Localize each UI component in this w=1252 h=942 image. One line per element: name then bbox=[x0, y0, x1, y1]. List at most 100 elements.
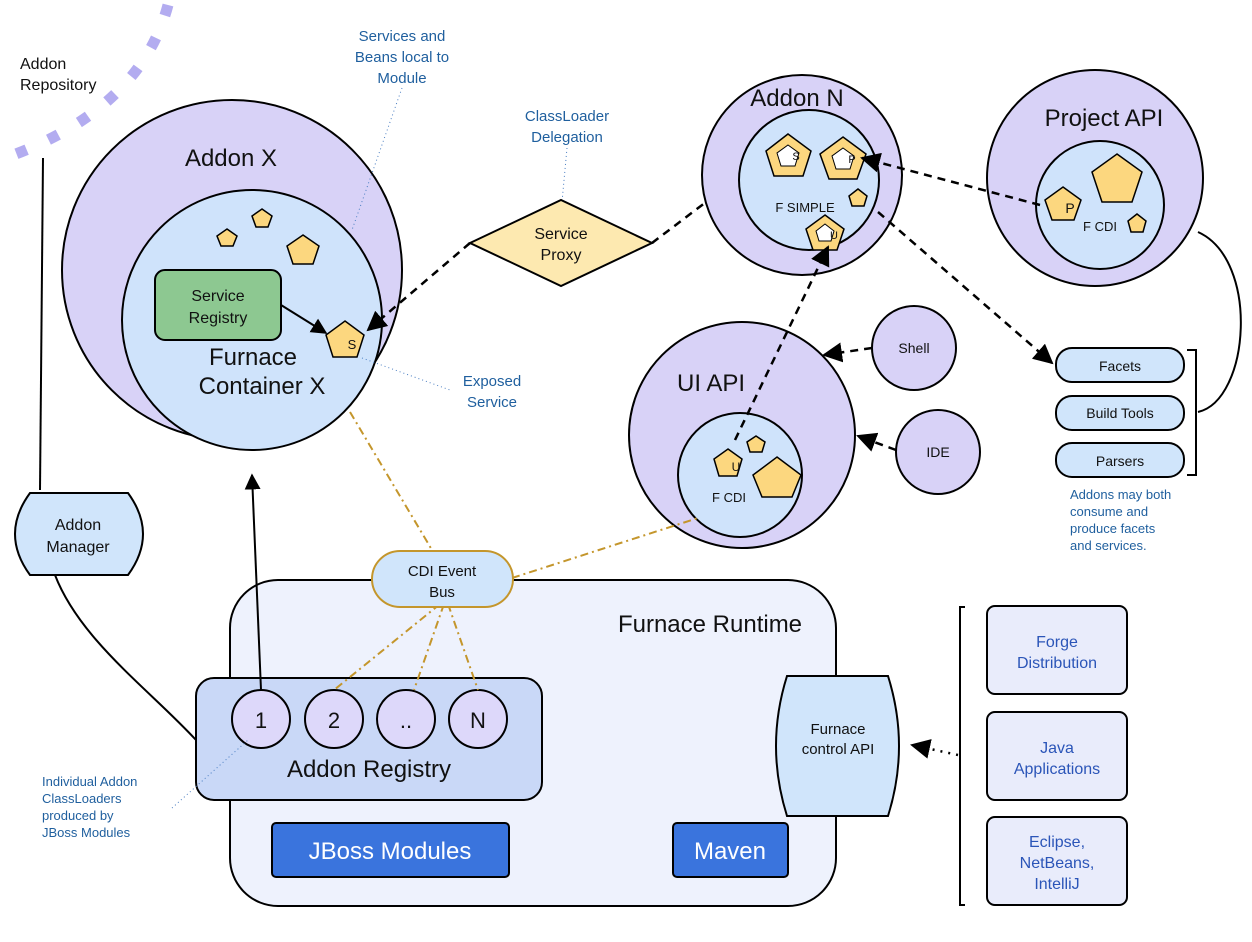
ui-service-letter: U bbox=[732, 460, 741, 474]
facets-item[interactable]: Facets bbox=[1055, 347, 1185, 383]
facets-note-4: and services. bbox=[1070, 538, 1147, 553]
forge-label-1: Forge bbox=[1036, 634, 1078, 651]
addon-x[interactable]: Addon X Furnace Container X Service Regi… bbox=[61, 99, 403, 451]
registry-slot-label: 1 bbox=[255, 708, 267, 733]
local-bean-icon bbox=[286, 234, 320, 265]
cdi-event-lines bbox=[333, 411, 699, 691]
parsers-item-label: Parsers bbox=[1096, 453, 1144, 469]
addon-manager-label-1: Addon bbox=[55, 517, 101, 534]
project-inner-label: F CDI bbox=[1083, 219, 1117, 234]
exposed-service-letter: S bbox=[348, 337, 357, 352]
service-letter: U bbox=[830, 230, 838, 242]
services-beans-note-3: Module bbox=[377, 70, 426, 87]
registry-slot-label: N bbox=[470, 708, 486, 733]
facets-note-2: consume and bbox=[1070, 504, 1148, 519]
classloaders-note-3: produced by bbox=[42, 808, 114, 823]
project-service-p[interactable]: P bbox=[1044, 186, 1082, 221]
registry-to-addon-x-arrow bbox=[244, 473, 262, 691]
local-bean-icon bbox=[251, 208, 273, 228]
addon-manager-label-2: Manager bbox=[46, 539, 110, 556]
classloader-note-2: Delegation bbox=[531, 129, 603, 146]
project-to-addon-n-arrow bbox=[860, 152, 1041, 207]
build-tools-item[interactable]: Build Tools bbox=[1055, 395, 1185, 431]
shell-node[interactable]: Shell bbox=[871, 305, 957, 391]
registry-slot-2[interactable]: 2 bbox=[304, 689, 364, 749]
ui-to-addon-n-arrow bbox=[733, 245, 830, 441]
addon-n-inner-label: F SIMPLE bbox=[775, 200, 835, 215]
external-bracket bbox=[959, 606, 965, 906]
facets-item-label: Facets bbox=[1099, 358, 1141, 374]
furnace-control-api[interactable]: Furnace control API bbox=[775, 675, 900, 817]
facets-note-3: produce facets bbox=[1070, 521, 1156, 536]
shell-label: Shell bbox=[898, 340, 929, 356]
ides-label-3: IntelliJ bbox=[1034, 876, 1079, 893]
classloader-pointer bbox=[561, 147, 568, 203]
addon-registry-title: Addon Registry bbox=[287, 756, 451, 783]
addon-manager[interactable]: Addon Manager bbox=[14, 492, 144, 576]
jboss-modules-button[interactable]: JBoss Modules bbox=[271, 822, 510, 878]
addon-n[interactable]: Addon N F SIMPLE S P U bbox=[701, 74, 903, 276]
ui-bean-icon bbox=[752, 456, 802, 498]
ui-api-title: UI API bbox=[677, 370, 745, 397]
ide-label: IDE bbox=[926, 444, 949, 460]
ide-to-ui-arrow bbox=[856, 432, 897, 452]
registry-slot-label: .. bbox=[400, 708, 412, 733]
repository-label-1: Addon bbox=[20, 56, 66, 73]
addon-n-to-facets-arrow bbox=[877, 211, 1054, 365]
addon-n-title: Addon N bbox=[750, 85, 843, 112]
repository-label-2: Repository bbox=[20, 77, 96, 94]
project-bean-icon bbox=[1091, 153, 1143, 203]
ui-bean-icon bbox=[746, 435, 766, 453]
ides-label-2: NetBeans, bbox=[1020, 855, 1095, 872]
classloaders-note-4: JBoss Modules bbox=[42, 825, 131, 840]
facets-note-1: Addons may both bbox=[1070, 487, 1171, 502]
exposed-note-2: Service bbox=[467, 394, 517, 411]
classloaders-note-2: ClassLoaders bbox=[42, 791, 122, 806]
ui-service-u[interactable]: U bbox=[713, 448, 743, 477]
forge-distribution-box[interactable]: Forge Distribution bbox=[986, 605, 1128, 695]
container-label-1: Furnace bbox=[209, 344, 297, 371]
exposed-note-1: Exposed bbox=[463, 373, 521, 390]
ide-applications-box[interactable]: Eclipse, NetBeans, IntelliJ bbox=[986, 816, 1128, 906]
project-service-letter: P bbox=[1065, 200, 1074, 216]
registry-slot-n[interactable]: N bbox=[448, 689, 508, 749]
container-label-2: Container X bbox=[199, 373, 326, 400]
parsers-item[interactable]: Parsers bbox=[1055, 442, 1185, 478]
service-registry[interactable]: Service Registry bbox=[154, 269, 282, 341]
maven-button[interactable]: Maven bbox=[672, 822, 789, 878]
addon-x-title: Addon X bbox=[185, 145, 277, 172]
service-letter: P bbox=[848, 154, 855, 166]
cdi-bus-label-2: Bus bbox=[429, 584, 455, 601]
java-applications-box[interactable]: Java Applications bbox=[986, 711, 1128, 801]
ui-inner-label: F CDI bbox=[712, 490, 746, 505]
manager-registry-link bbox=[54, 574, 197, 741]
project-api[interactable]: Project API P F CDI bbox=[986, 69, 1204, 287]
registry-slot-label: 2 bbox=[328, 708, 340, 733]
ides-label-1: Eclipse, bbox=[1029, 834, 1085, 851]
exposed-service[interactable]: S bbox=[325, 320, 365, 358]
shell-to-ui-arrow bbox=[822, 342, 873, 363]
ui-api[interactable]: UI API U F CDI bbox=[628, 321, 856, 549]
service-registry-label-1: Service bbox=[191, 288, 244, 305]
service-registry-label-2: Registry bbox=[189, 310, 248, 327]
registry-slot-ellipsis[interactable]: .. bbox=[376, 689, 436, 749]
cdi-event-bus[interactable]: CDI Event Bus bbox=[371, 550, 514, 608]
addon-n-bean-icon bbox=[848, 188, 868, 207]
repository-manager-link bbox=[39, 157, 44, 491]
service-proxy-label-2: Proxy bbox=[541, 247, 582, 264]
furnace-runtime-title: Furnace Runtime bbox=[618, 611, 802, 638]
jboss-modules-label: JBoss Modules bbox=[309, 838, 472, 865]
addon-n-service-s[interactable]: S bbox=[765, 133, 812, 177]
ide-node[interactable]: IDE bbox=[895, 409, 981, 495]
build-tools-item-label: Build Tools bbox=[1086, 405, 1153, 421]
cdi-bus-label-1: CDI Event bbox=[408, 563, 477, 580]
classloader-note-1: ClassLoader bbox=[525, 108, 609, 125]
java-label-1: Java bbox=[1040, 740, 1074, 757]
registry-slot-1[interactable]: 1 bbox=[231, 689, 291, 749]
repository-boundary bbox=[3, 3, 174, 164]
addon-n-service-p[interactable]: P bbox=[819, 136, 867, 180]
control-api-label-2: control API bbox=[802, 741, 875, 758]
service-proxy[interactable]: Service Proxy bbox=[467, 198, 655, 288]
classloaders-pointer bbox=[171, 739, 249, 809]
